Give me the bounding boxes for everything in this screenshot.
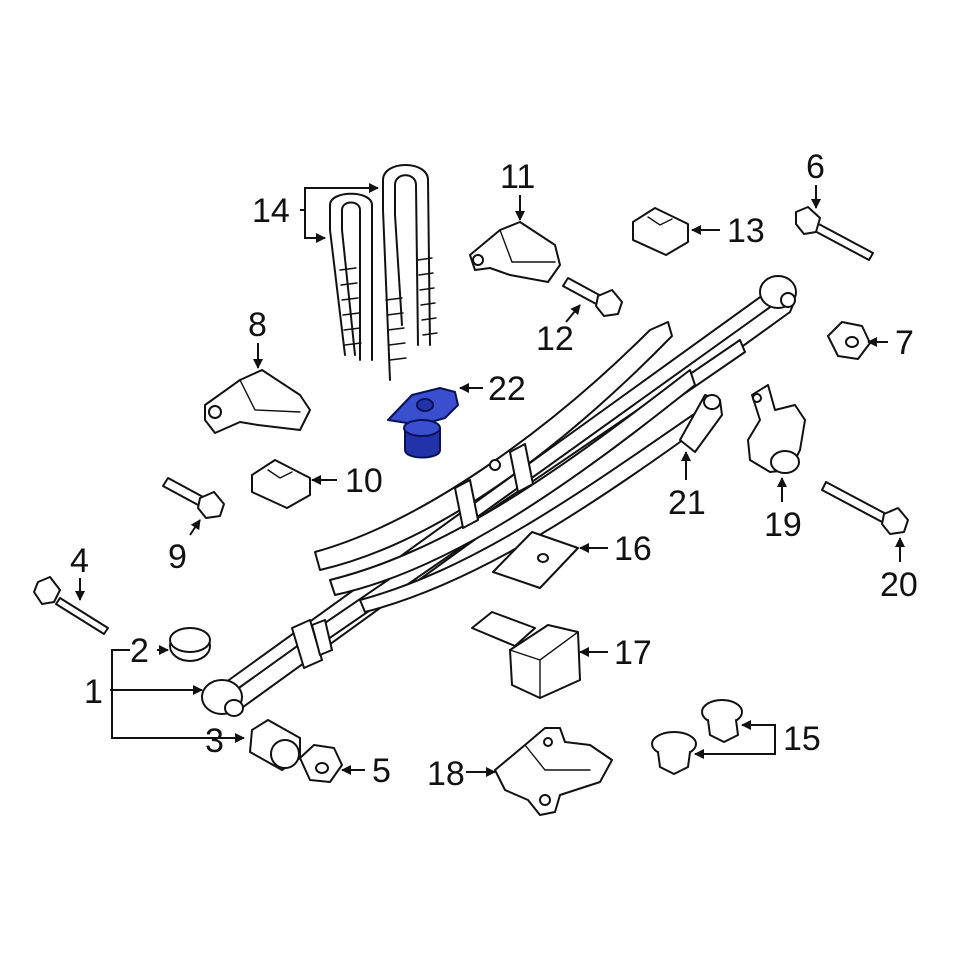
callout-16[interactable]: 16 bbox=[614, 530, 652, 568]
shackle-21 bbox=[679, 394, 723, 453]
bolt-9 bbox=[162, 477, 225, 519]
bolt-12 bbox=[562, 277, 623, 317]
leader-lines bbox=[75, 183, 905, 777]
callout-17[interactable]: 17 bbox=[614, 634, 652, 672]
callout-21[interactable]: 21 bbox=[668, 484, 706, 522]
callout-7[interactable]: 7 bbox=[895, 324, 914, 362]
callout-13[interactable]: 13 bbox=[727, 212, 765, 250]
callout-5[interactable]: 5 bbox=[372, 752, 391, 790]
callout-20[interactable]: 20 bbox=[880, 566, 918, 604]
callout-6[interactable]: 6 bbox=[806, 148, 825, 186]
callout-9[interactable]: 9 bbox=[168, 538, 187, 576]
callout-22[interactable]: 22 bbox=[488, 370, 526, 408]
bracket-11 bbox=[469, 221, 561, 283]
pad-10 bbox=[251, 459, 311, 509]
plate-16 bbox=[492, 531, 579, 589]
callout-18[interactable]: 18 bbox=[427, 755, 465, 793]
callout-11[interactable]: 11 bbox=[500, 158, 535, 196]
callout-10[interactable]: 10 bbox=[345, 462, 383, 500]
flange-nut-upper bbox=[701, 699, 743, 743]
callout-4[interactable]: 4 bbox=[70, 542, 89, 580]
cap-2 bbox=[169, 627, 211, 662]
callout-2[interactable]: 2 bbox=[130, 632, 149, 670]
bolt-6 bbox=[795, 206, 874, 261]
callout-12[interactable]: 12 bbox=[536, 320, 574, 358]
leaf-spring bbox=[201, 275, 797, 717]
highlighted-part-22 bbox=[387, 387, 459, 459]
bolt-4 bbox=[33, 576, 109, 635]
bumper-17 bbox=[471, 611, 581, 699]
callout-labels: 1 2 3 4 5 6 7 8 9 10 11 12 13 14 15 16 1… bbox=[70, 148, 918, 793]
bushing-3 bbox=[249, 719, 301, 771]
shackle-19 bbox=[747, 384, 806, 474]
bracket-8 bbox=[204, 369, 311, 434]
callout-3[interactable]: 3 bbox=[205, 722, 224, 760]
callout-1[interactable]: 1 bbox=[84, 673, 103, 711]
callout-19[interactable]: 19 bbox=[764, 506, 802, 544]
nut-5 bbox=[299, 744, 343, 783]
pad-13 bbox=[632, 207, 689, 256]
bolt-20 bbox=[821, 481, 909, 535]
bracket-18 bbox=[494, 727, 613, 816]
callout-14[interactable]: 14 bbox=[252, 192, 290, 230]
flange-nut-lower bbox=[651, 731, 697, 775]
callout-8[interactable]: 8 bbox=[248, 306, 267, 344]
nut-7 bbox=[827, 321, 871, 360]
u-bolts bbox=[329, 164, 438, 381]
callout-15[interactable]: 15 bbox=[783, 720, 821, 758]
